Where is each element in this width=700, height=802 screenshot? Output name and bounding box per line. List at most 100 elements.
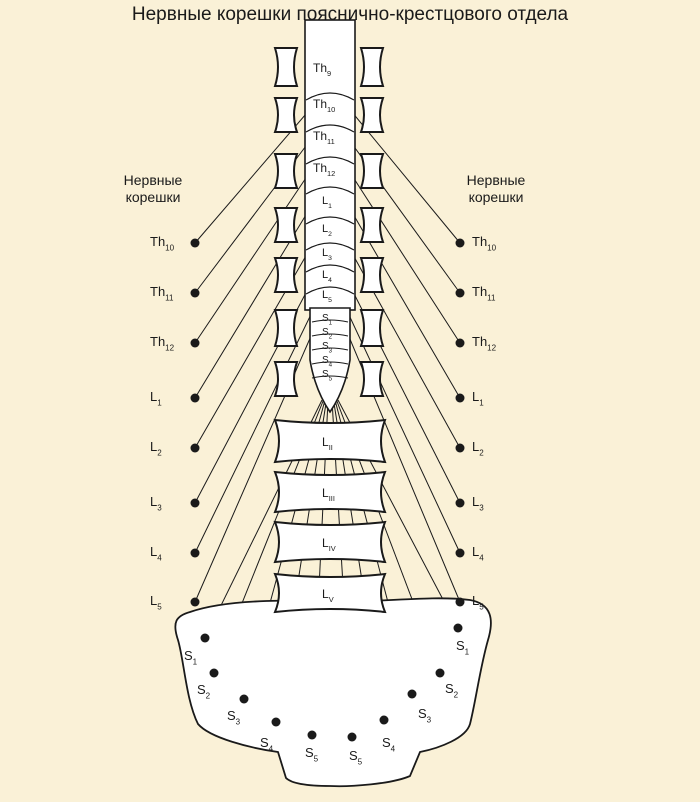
root-dots bbox=[190, 238, 465, 742]
right-root-label-0: Th10 bbox=[472, 234, 497, 253]
right-root-label-1-base: Th bbox=[472, 284, 487, 299]
canal-label-6-sub: 3 bbox=[328, 255, 332, 262]
sacral-left-label-2: S3 bbox=[227, 708, 241, 727]
root-dot-left-4 bbox=[190, 443, 200, 453]
right-root-label-6-base: L bbox=[472, 544, 479, 559]
right-root-label-7-base: L bbox=[472, 593, 479, 608]
left-root-label-1: Th11 bbox=[150, 284, 174, 303]
right-root-label-2-base: Th bbox=[472, 334, 487, 349]
left-root-label-5: L3 bbox=[150, 494, 162, 513]
sacral-right-label-4-sub: 5 bbox=[358, 758, 363, 767]
conus-label-3-base: S bbox=[322, 355, 329, 366]
lumbar-vertebra-4 bbox=[273, 520, 387, 564]
right-root-label-5-base: L bbox=[472, 494, 479, 509]
sacral-right-label-1-sub: 2 bbox=[454, 691, 459, 700]
root-line-right-1 bbox=[341, 129, 461, 294]
right-root-label-3-sub: 1 bbox=[479, 399, 484, 408]
sacral-left-label-0: S1 bbox=[184, 648, 198, 667]
vertebra-label-2-base: L bbox=[322, 536, 329, 550]
left-root-label-5-sub: 3 bbox=[157, 504, 162, 513]
root-dot-right-1 bbox=[455, 288, 465, 298]
root-dot-right-2 bbox=[455, 338, 465, 348]
vertebra-left-4 bbox=[273, 207, 299, 243]
canal-label-2-sub: 11 bbox=[327, 137, 335, 146]
conus-label-2-base: S bbox=[322, 341, 329, 352]
canal-label-3-sub: 12 bbox=[327, 169, 335, 178]
sacral-dot-right-2 bbox=[407, 689, 417, 699]
lumbar-vertebra-5 bbox=[273, 572, 387, 614]
left-root-label-0: Th10 bbox=[150, 234, 175, 253]
root-dot-right-0 bbox=[455, 238, 465, 248]
conus-medullaris bbox=[309, 307, 351, 414]
sacral-dot-right-4 bbox=[347, 732, 357, 742]
root-line-left-5 bbox=[194, 269, 319, 504]
sacral-dot-right-3 bbox=[379, 715, 389, 725]
segment-arc-1 bbox=[305, 92, 355, 101]
spinal-canal bbox=[304, 19, 356, 311]
canal-label-4: L1 bbox=[322, 195, 332, 210]
canal-label-1-sub: 10 bbox=[327, 105, 335, 114]
left-root-label-6: L4 bbox=[150, 544, 162, 563]
canal-label-3-base: Th bbox=[313, 161, 327, 175]
canal-label-4-base: L bbox=[322, 195, 328, 207]
sacral-right-label-0-base: S bbox=[456, 638, 465, 653]
canal-label-5-sub: 2 bbox=[328, 231, 332, 238]
root-dot-right-7 bbox=[455, 597, 465, 607]
vertebra-label-3-base: L bbox=[322, 587, 329, 601]
canal-label-4-sub: 1 bbox=[328, 203, 332, 210]
conus-divider-5 bbox=[311, 375, 349, 379]
canal-label-8: L5 bbox=[322, 289, 332, 304]
left-root-label-1-sub: 11 bbox=[165, 294, 174, 303]
sacral-right-label-1: S2 bbox=[445, 681, 459, 700]
vertebra-label-1: LIII bbox=[322, 486, 335, 503]
vertebra-label-2-sub: IV bbox=[329, 544, 336, 553]
sacral-left-label-2-base: S bbox=[227, 708, 236, 723]
sacral-right-label-3-base: S bbox=[382, 735, 391, 750]
root-line-right-0 bbox=[341, 99, 461, 244]
sacral-left-label-1-sub: 2 bbox=[206, 692, 211, 701]
conus-label-4: S5 bbox=[322, 369, 333, 383]
conus-divider-4 bbox=[311, 361, 349, 365]
right-root-label-2: Th12 bbox=[472, 334, 497, 353]
right-heading-line-2: корешки bbox=[468, 189, 524, 205]
vertebra-left-5 bbox=[273, 257, 299, 293]
sacrum-outline bbox=[174, 597, 492, 788]
sacral-left-label-1: S2 bbox=[197, 682, 211, 701]
sacral-right-label-2-sub: 3 bbox=[427, 716, 432, 725]
conus-label-3-sub: 4 bbox=[329, 362, 333, 369]
root-dot-left-2 bbox=[190, 338, 200, 348]
sacral-left-label-1-base: S bbox=[197, 682, 206, 697]
lumbar-vertebra-3 bbox=[273, 470, 387, 514]
conus-label-1-base: S bbox=[322, 327, 329, 338]
conus-label-3: S4 bbox=[322, 355, 333, 369]
root-line-left-7 bbox=[194, 319, 319, 603]
right-root-label-1: Th11 bbox=[472, 284, 496, 303]
root-dot-left-7 bbox=[190, 597, 200, 607]
right-root-label-3: L1 bbox=[472, 389, 484, 408]
sacral-dot-left-4 bbox=[307, 730, 317, 740]
vertebra-label-3-sub: V bbox=[329, 595, 334, 604]
canal-label-7: L4 bbox=[322, 269, 332, 284]
root-dot-right-6 bbox=[455, 548, 465, 558]
segment-arc-8 bbox=[305, 286, 355, 295]
sacral-dot-right-1 bbox=[435, 668, 445, 678]
segment-arc-3 bbox=[305, 156, 355, 165]
canal-label-3: Th12 bbox=[313, 161, 335, 178]
segment-arc-4 bbox=[305, 186, 355, 195]
canal-label-2: Th11 bbox=[313, 129, 335, 146]
conus-label-4-base: S bbox=[322, 369, 329, 380]
left-root-label-6-base: L bbox=[150, 544, 157, 559]
left-heading: Нервные корешки bbox=[93, 172, 213, 206]
sacral-right-label-2: S3 bbox=[418, 706, 432, 725]
vertebra-label-2: LIV bbox=[322, 536, 336, 553]
canal-label-6: L3 bbox=[322, 247, 332, 262]
right-root-label-6-sub: 4 bbox=[479, 554, 484, 563]
right-root-label-0-base: Th bbox=[472, 234, 487, 249]
root-line-left-4 bbox=[194, 234, 319, 449]
left-root-label-4-base: L bbox=[150, 439, 157, 454]
conus-label-0-sub: 1 bbox=[329, 320, 333, 327]
sacral-right-label-4: S5 bbox=[349, 748, 363, 767]
sacral-right-label-3: S4 bbox=[382, 735, 396, 754]
left-root-label-1-base: Th bbox=[150, 284, 165, 299]
